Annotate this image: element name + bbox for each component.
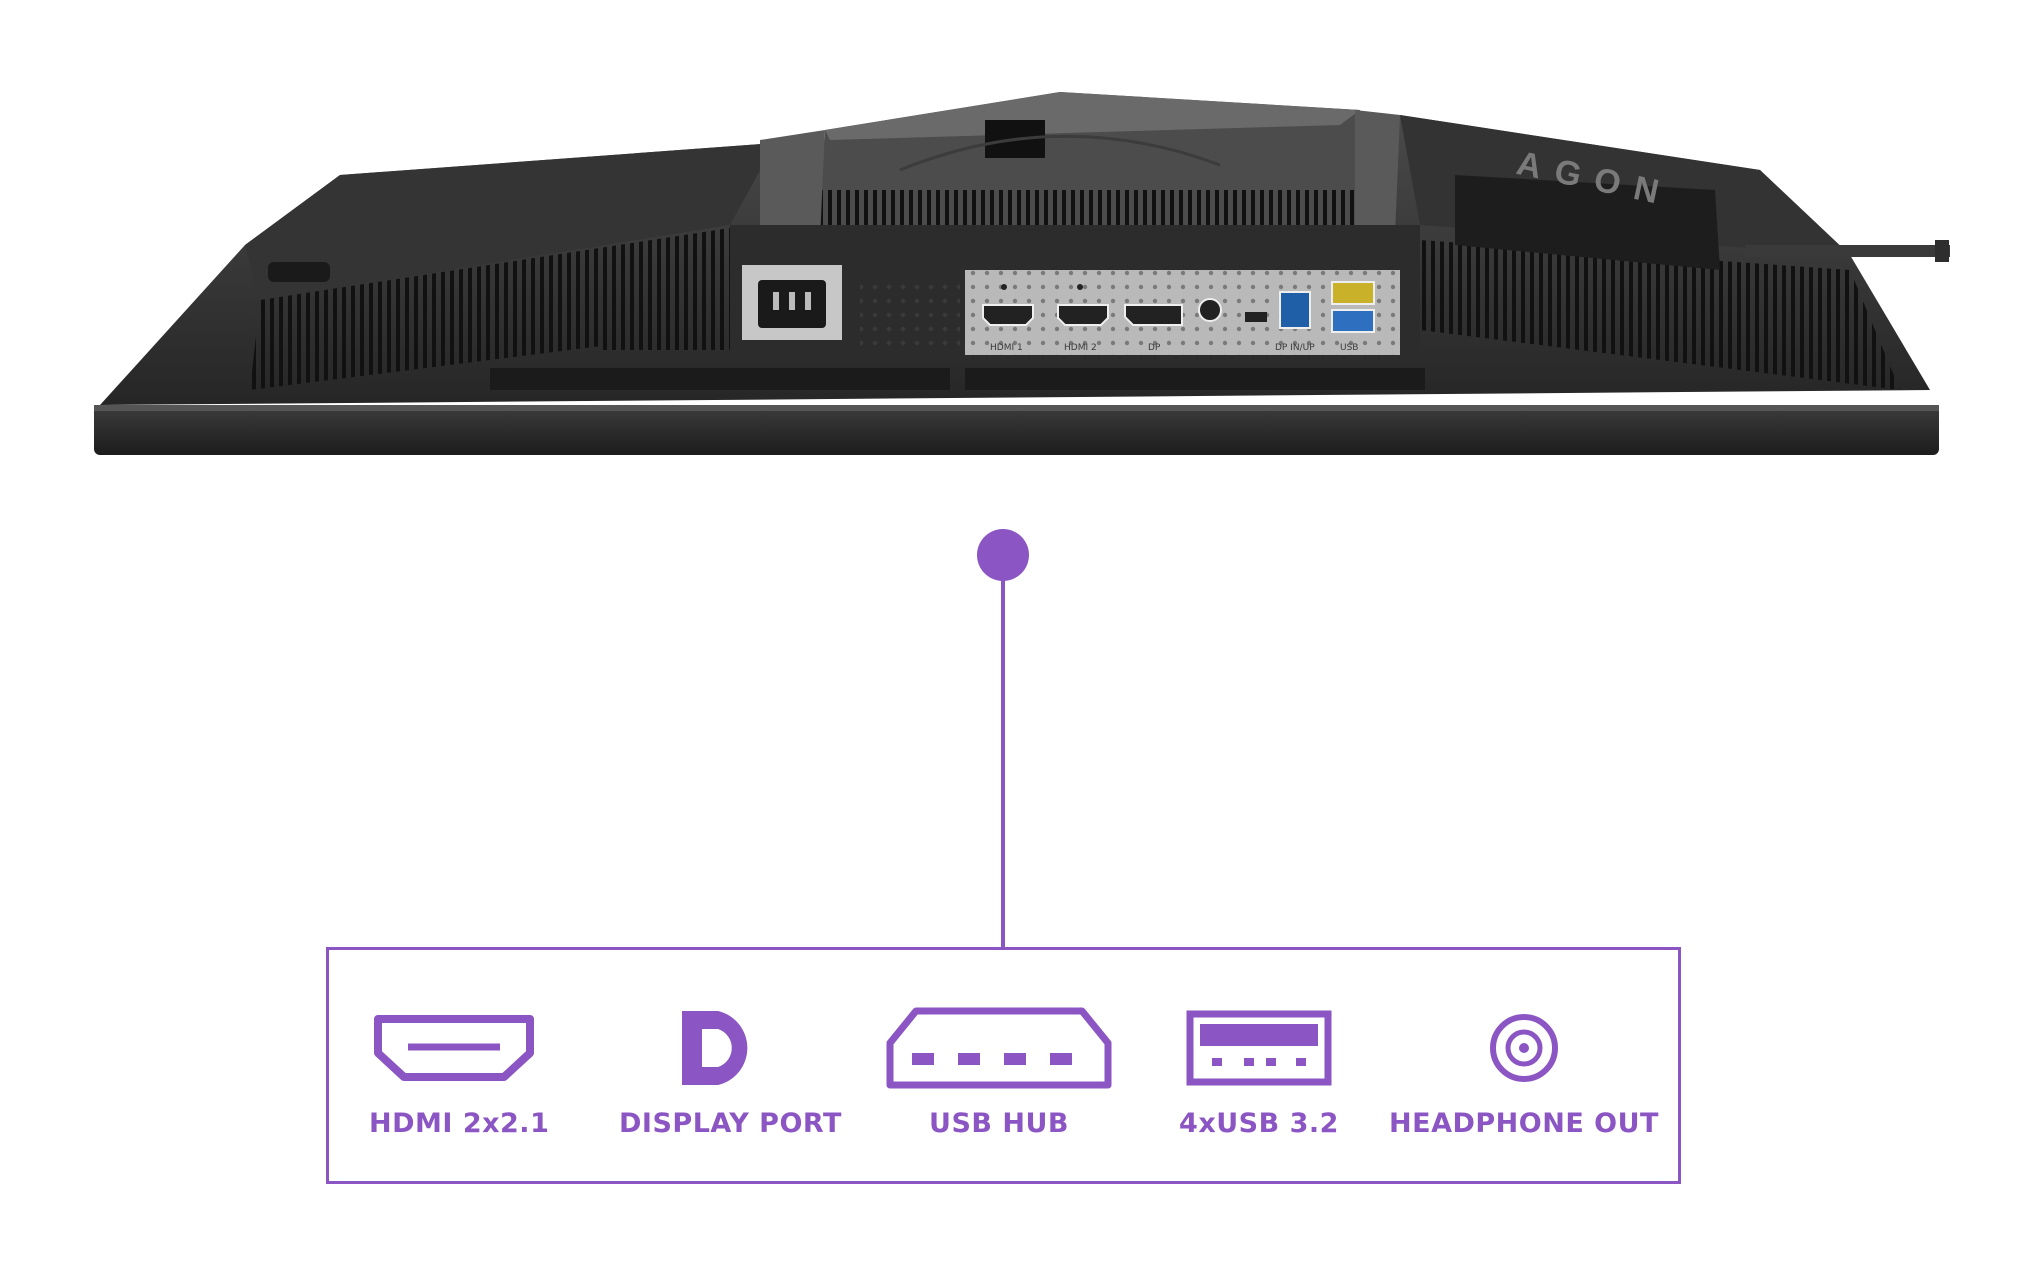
- feature-usb-hub: USB HUB: [884, 950, 1114, 1181]
- displayport-icon: [619, 998, 829, 1098]
- callout-dot: [977, 529, 1029, 581]
- feature-label: HEADPHONE OUT: [1389, 1108, 1659, 1139]
- cable-clip: [1745, 245, 1950, 257]
- audio-jack: [1198, 298, 1222, 322]
- feature-headphone: HEADPHONE OUT: [1389, 950, 1659, 1181]
- monitor-bezel: [94, 405, 1939, 455]
- silkscreen-dp: DP: [1148, 343, 1161, 353]
- silkscreen-hdmi1: HDMI 1: [990, 343, 1023, 353]
- usb-hub-icon: [884, 998, 1114, 1098]
- feature-label: HDMI 2x2.1: [369, 1108, 550, 1139]
- usb-a-port-yellow: [1331, 281, 1375, 305]
- feature-label: 4xUSB 3.2: [1179, 1108, 1339, 1139]
- feature-usb-port: 4xUSB 3.2: [1164, 950, 1354, 1181]
- feature-displayport: DISPLAY PORT: [619, 950, 842, 1181]
- service-port: [1245, 312, 1267, 322]
- usb-upstream-port: [1279, 291, 1311, 329]
- usb-a-port-blue: [1331, 309, 1375, 333]
- monitor-bottom-view: AGON: [94, 92, 1950, 455]
- joystick-button: [268, 262, 330, 282]
- port-features-panel: HDMI 2x2.1 DISPLAY PORT US: [326, 947, 1681, 1184]
- usb-port-icon: [1164, 998, 1354, 1098]
- silkscreen-hdmi2: HDMI 2: [1064, 343, 1097, 353]
- hdmi-port-1: [982, 284, 1034, 326]
- silkscreen-usb: USB: [1340, 343, 1358, 353]
- feature-label: USB HUB: [929, 1108, 1069, 1139]
- silkscreen-dp-in: DP IN/UP: [1275, 343, 1315, 353]
- brand-plate: [1455, 175, 1720, 270]
- feature-hdmi: HDMI 2x2.1: [369, 950, 550, 1181]
- headphone-jack-icon: [1389, 998, 1659, 1098]
- hdmi-icon: [369, 998, 539, 1098]
- hdmi-port-2: [1057, 284, 1109, 326]
- displayport-port: [1124, 304, 1183, 326]
- feature-label: DISPLAY PORT: [619, 1108, 842, 1139]
